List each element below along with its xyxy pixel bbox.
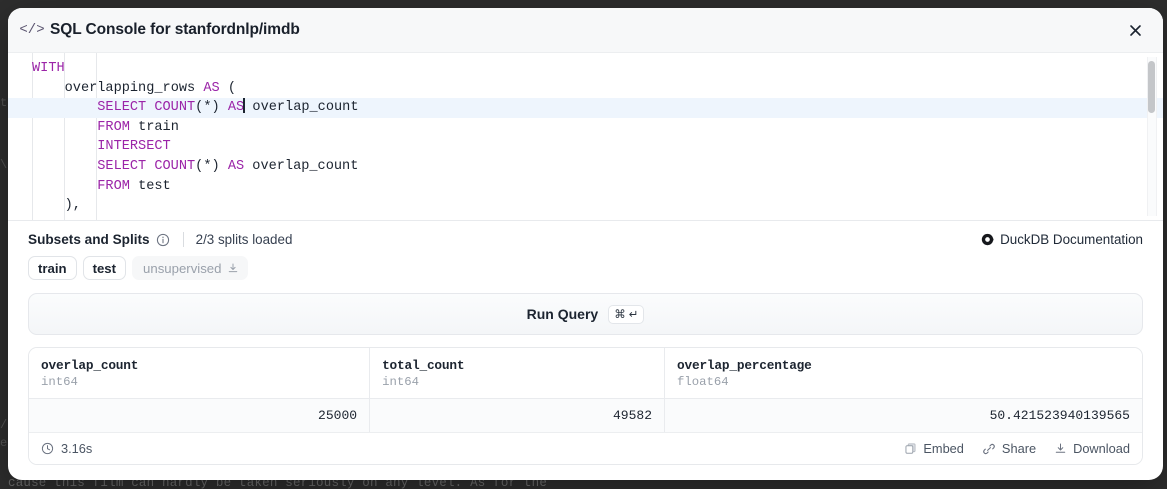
info-icon[interactable] xyxy=(156,232,171,247)
shortcut-cmd-key: ⌘ xyxy=(614,307,626,321)
column-type: int64 xyxy=(382,375,419,389)
backdrop-text-fragment: / xyxy=(0,418,8,432)
subsets-label: Subsets and Splits xyxy=(28,232,150,247)
results-actions: Embed Share xyxy=(904,441,1130,456)
results-column-header[interactable]: overlap_count int64 xyxy=(29,348,371,399)
link-icon xyxy=(982,442,996,456)
download-icon[interactable] xyxy=(227,262,239,274)
duckdb-icon xyxy=(981,233,994,246)
table-cell: 25000 xyxy=(29,398,371,432)
editor-line: INTERSECT xyxy=(97,139,171,155)
table-cell: 50.421523940139565 xyxy=(664,398,1142,432)
duckdb-documentation-label: DuckDB Documentation xyxy=(1000,232,1143,247)
column-name: overlap_count xyxy=(41,358,139,373)
code-icon: </> xyxy=(19,22,45,38)
splits-loaded-status: 2/3 splits loaded xyxy=(195,232,293,247)
share-button[interactable]: Share xyxy=(982,441,1036,456)
indent-guide xyxy=(96,53,97,220)
indent-guide xyxy=(64,53,65,220)
column-name: overlap_percentage xyxy=(677,358,812,373)
backdrop-text-fragment: \ xyxy=(0,158,8,172)
split-pill-label: train xyxy=(38,260,67,276)
run-query-shortcut: ⌘ ↵ xyxy=(608,304,645,324)
embed-button[interactable]: Embed xyxy=(904,441,964,456)
indent-guide xyxy=(32,53,33,220)
query-timing-value: 3.16s xyxy=(61,441,93,456)
text-cursor xyxy=(243,98,245,114)
run-query-label: Run Query xyxy=(526,306,599,322)
editor-line: ), xyxy=(64,198,81,214)
column-type: int64 xyxy=(41,375,78,389)
divider xyxy=(182,232,184,247)
editor-line: WITH xyxy=(32,61,65,76)
editor-scrollbar-thumb[interactable] xyxy=(1148,61,1155,113)
download-icon xyxy=(1054,442,1067,455)
embed-label: Embed xyxy=(923,441,964,456)
split-pill-test[interactable]: test xyxy=(82,256,127,280)
query-timing: 3.16s xyxy=(41,441,92,456)
sql-console-modal: </> SQL Console for stanfordnlp/imdb WIT… xyxy=(8,8,1163,480)
column-type: float64 xyxy=(677,375,729,389)
clock-icon xyxy=(41,442,54,455)
backdrop-text-fragment: t xyxy=(0,96,8,110)
results-footer: 3.16s Embed xyxy=(29,432,1142,464)
editor-scrollbar-track[interactable] xyxy=(1147,57,1157,216)
table-cell: 49582 xyxy=(369,398,665,432)
results-column-header[interactable]: overlap_percentage float64 xyxy=(664,348,1142,399)
editor-line: SELECT COUNT(*) AS overlap_count xyxy=(8,98,1163,118)
modal-titlebar: </> SQL Console for stanfordnlp/imdb xyxy=(8,8,1163,53)
results-column-header[interactable]: total_count int64 xyxy=(369,348,665,399)
split-pill-row: train test unsupervised xyxy=(8,247,1163,280)
download-button[interactable]: Download xyxy=(1054,441,1130,456)
sql-editor-content[interactable]: WITH overlapping_rows AS ( SELECT COUNT(… xyxy=(8,53,1163,220)
editor-line: FROM test xyxy=(97,178,171,194)
split-pill-label: unsupervised xyxy=(143,260,222,276)
shortcut-enter-key: ↵ xyxy=(628,307,639,321)
subsets-and-splits-bar: Subsets and Splits 2/3 splits loaded Duc… xyxy=(8,221,1163,247)
split-pill-unsupervised[interactable]: unsupervised xyxy=(132,256,249,280)
embed-icon xyxy=(904,442,917,455)
close-icon[interactable] xyxy=(1123,18,1147,42)
editor-line: overlapping_rows AS ( xyxy=(64,80,236,96)
duckdb-documentation-link[interactable]: DuckDB Documentation xyxy=(981,232,1143,247)
backdrop-text-fragment: e xyxy=(0,436,8,450)
download-label: Download xyxy=(1073,441,1130,456)
editor-line: FROM train xyxy=(97,119,179,135)
editor-line: SELECT COUNT(*) AS overlap_count xyxy=(97,158,359,174)
sql-editor[interactable]: WITH overlapping_rows AS ( SELECT COUNT(… xyxy=(8,53,1163,221)
page-title: SQL Console for stanfordnlp/imdb xyxy=(50,21,300,38)
split-pill-train[interactable]: train xyxy=(28,256,77,280)
split-pill-label: test xyxy=(92,260,117,276)
column-name: total_count xyxy=(382,358,465,373)
run-query-button[interactable]: Run Query ⌘ ↵ xyxy=(28,293,1143,335)
share-label: Share xyxy=(1001,441,1037,456)
